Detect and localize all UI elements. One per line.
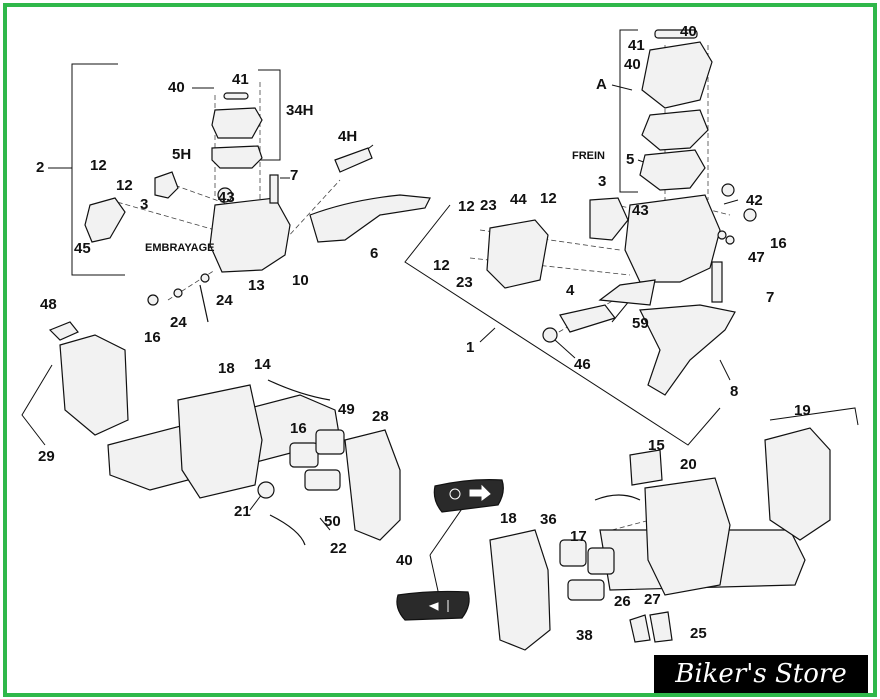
callout-41-right: 41 (628, 37, 645, 54)
callout-28: 28 (372, 408, 389, 425)
bikers-store-watermark: Biker's Store (654, 655, 868, 693)
callout-40-top-right: 40 (680, 23, 697, 40)
callout-8: 8 (730, 383, 739, 400)
callout-3-left: 3 (140, 196, 149, 213)
callout-14: 14 (254, 356, 271, 373)
callout-a: A (596, 76, 607, 93)
callout-4: 4 (566, 282, 575, 299)
callout-7-left: 7 (290, 167, 299, 184)
callout-18-left: 18 (218, 360, 235, 377)
callout-18-right: 18 (500, 510, 517, 527)
callout-43-left: 43 (218, 189, 235, 206)
callout-49: 49 (338, 401, 355, 418)
frein-label: FREIN (572, 150, 605, 162)
callout-1: 1 (466, 339, 475, 356)
callout-24-left-a: 24 (216, 292, 233, 309)
callout-22: 22 (330, 540, 347, 557)
callout-12-right-b: 12 (540, 190, 557, 207)
callout-5h: 5H (172, 146, 192, 163)
callout-27: 27 (644, 591, 661, 608)
callout-2: 2 (36, 159, 45, 176)
callout-15: 15 (648, 437, 665, 454)
callout-16-right: 16 (770, 235, 787, 252)
callout-59: 59 (632, 315, 649, 332)
callout-7-right: 7 (766, 289, 775, 306)
callout-10: 10 (292, 272, 309, 289)
callout-40-switch-caps: 40 (396, 552, 413, 569)
callout-38: 38 (576, 627, 593, 644)
callout-48: 48 (40, 296, 57, 313)
callout-50: 50 (324, 513, 341, 530)
callout-5: 5 (626, 151, 635, 168)
diagram-frame (3, 3, 877, 697)
callout-16-middle: 16 (290, 420, 307, 437)
callout-19: 19 (794, 402, 811, 419)
callout-13: 13 (248, 277, 265, 294)
callout-36: 36 (540, 511, 557, 528)
callout-12-left-b: 12 (116, 177, 133, 194)
callout-3-right: 3 (598, 173, 607, 190)
callout-41-left: 41 (232, 71, 249, 88)
callout-40-right: 40 (624, 56, 641, 73)
callout-47: 47 (748, 249, 765, 266)
callout-46: 46 (574, 356, 591, 373)
callout-21: 21 (234, 503, 251, 520)
callout-43-right: 43 (632, 202, 649, 219)
callout-23-right-a: 23 (480, 197, 497, 214)
embrayage-label: EMBRAYAGE (145, 242, 215, 254)
callout-17: 17 (570, 528, 587, 545)
callout-25: 25 (690, 625, 707, 642)
callout-24-left-b: 24 (170, 314, 187, 331)
callout-42: 42 (746, 192, 763, 209)
callout-40-top-left: 40 (168, 79, 185, 96)
callout-12-right-c: 12 (433, 257, 450, 274)
callout-12-right-a: 12 (458, 198, 475, 215)
callout-26: 26 (614, 593, 631, 610)
callout-20: 20 (680, 456, 697, 473)
callout-4h: 4H (338, 128, 358, 145)
callout-45: 45 (74, 240, 91, 257)
callout-12-left-a: 12 (90, 157, 107, 174)
callout-6: 6 (370, 245, 379, 262)
callout-29: 29 (38, 448, 55, 465)
callout-16-left: 16 (144, 329, 161, 346)
callout-34h: 34H (286, 102, 314, 119)
callout-44: 44 (510, 191, 527, 208)
callout-23-right-b: 23 (456, 274, 473, 291)
